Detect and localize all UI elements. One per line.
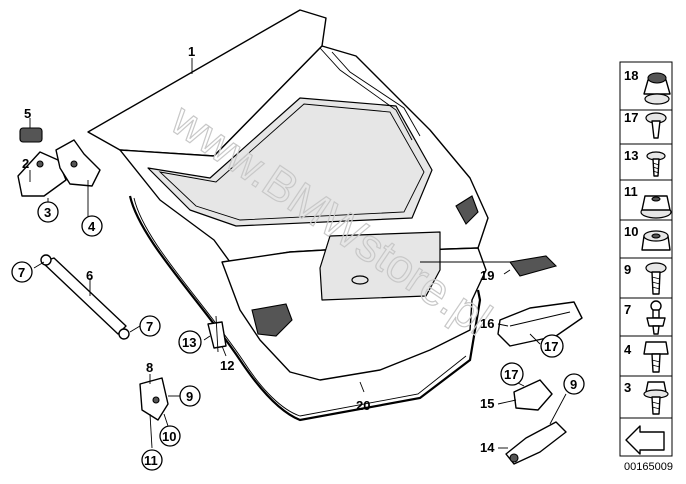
callout-8: 8: [146, 360, 153, 375]
actuator: [505, 421, 567, 465]
panel-label-7: 7: [624, 302, 631, 317]
gas-strut: [40, 254, 130, 340]
panel-label-10: 10: [624, 224, 638, 239]
ball-stud-icon: [646, 300, 666, 335]
panel-label-18: 18: [624, 68, 638, 83]
callouts: 1 2 3 4 5 6 7 7 8 9 10 11 12 13 14 15 16…: [11, 44, 585, 471]
callout-3: 3: [44, 205, 51, 220]
latch-components: [497, 255, 583, 465]
callout-9b: 9: [570, 377, 577, 392]
callout-circle-17b: [500, 362, 524, 386]
door-seal: [128, 195, 482, 422]
cable-bracket: [207, 315, 227, 353]
oval-head-screw-icon: [646, 151, 666, 177]
window-opening: [147, 97, 433, 227]
callout-17b: 17: [504, 367, 518, 382]
callout-circle-7a: [11, 261, 33, 283]
callout-circle-9b: [563, 373, 585, 395]
callout-7a: 7: [18, 265, 25, 280]
callout-11: 11: [144, 453, 158, 468]
hinge-left: [17, 151, 67, 197]
callout-17a: 17: [544, 339, 558, 354]
callout-circle-11: [141, 449, 163, 471]
emblem: [351, 275, 369, 285]
expanding-rivet-icon: [645, 112, 667, 139]
leader-lines: [29, 58, 567, 449]
latch: [513, 379, 553, 411]
callout-circle-13: [178, 330, 202, 354]
callout-2: 2: [22, 156, 29, 171]
strut-end-top: [40, 254, 52, 266]
direction-arrow-icon: [625, 425, 665, 455]
release-switch: [509, 255, 558, 277]
callout-4: 4: [88, 219, 96, 234]
panel-label-11: 11: [624, 184, 638, 199]
panel-label-13: 13: [624, 148, 638, 163]
license-plate-recess: [319, 231, 441, 301]
callout-circle-4: [81, 215, 103, 237]
callout-circle-3: [37, 201, 59, 223]
hinge-pin: [36, 160, 44, 168]
panel-label-4: 4: [624, 342, 632, 357]
callout-15: 15: [480, 396, 494, 411]
hinge-right: [55, 139, 101, 187]
hinge-cover: [19, 127, 43, 143]
right-light-cutout: [455, 195, 479, 225]
panel-label-17: 17: [624, 110, 638, 125]
callout-1: 1: [188, 44, 195, 59]
callout-16: 16: [480, 316, 494, 331]
lock-housing: [497, 301, 583, 347]
callout-6: 6: [86, 268, 93, 283]
hex-bolt-icon: [643, 341, 669, 373]
drawing-number: 00165009: [624, 461, 673, 473]
torx-screw-icon: [645, 262, 667, 295]
callout-7b: 7: [146, 319, 153, 334]
lock-bracket: [139, 377, 169, 421]
callout-5: 5: [24, 106, 31, 121]
callout-13: 13: [182, 335, 196, 350]
panel-label-9: 9: [624, 262, 631, 277]
callout-14: 14: [480, 440, 495, 455]
hinge-group: [17, 127, 101, 197]
hex-nut-flange-icon: [640, 195, 672, 219]
callout-circle-17a: [540, 334, 564, 358]
callout-9a: 9: [186, 389, 193, 404]
hex-nut-icon: [641, 230, 671, 251]
callout-20: 20: [356, 398, 370, 413]
strut-end-bottom: [118, 328, 130, 340]
callout-circle-10: [159, 425, 181, 447]
panel-label-3: 3: [624, 380, 631, 395]
callout-19: 19: [480, 268, 494, 283]
callout-12: 12: [220, 358, 234, 373]
callout-10: 10: [162, 429, 176, 444]
left-light-cutout: [251, 303, 293, 337]
strut-body: [41, 257, 127, 335]
callout-circle-9a: [179, 385, 201, 407]
tailgate-assembly: [87, 9, 489, 422]
fastener-panel: 18 17 13 11 10 9 7 4 3: [619, 61, 673, 473]
callout-circle-7b: [139, 315, 161, 337]
panel-cell-7: [619, 297, 673, 337]
hex-bolt-washer-icon: [643, 381, 669, 415]
hinge-pin: [70, 160, 78, 168]
rubber-buffer-icon: [643, 72, 671, 105]
